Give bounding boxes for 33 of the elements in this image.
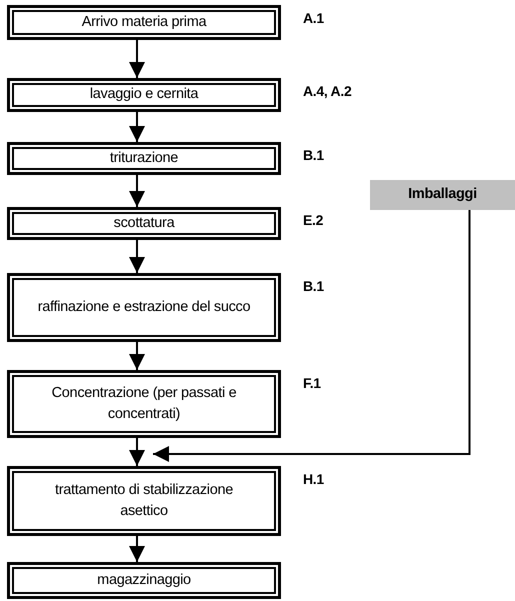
arrow: [129, 175, 145, 207]
step-label: trattamento di stabilizzazione asettico: [54, 480, 234, 521]
step-label: lavaggio e cernita: [90, 85, 198, 104]
step-label: raffinazione e estrazione del succo: [38, 298, 250, 317]
section-code: H.1: [303, 471, 324, 487]
step-label: scottatura: [114, 214, 174, 233]
arrow: [129, 40, 145, 78]
step-label: magazzinaggio: [97, 570, 191, 590]
section-code: A.4, A.2: [303, 83, 352, 99]
process-box: [7, 562, 281, 599]
step-label: triturazione: [110, 148, 178, 168]
section-code: A.1: [303, 10, 324, 26]
arrow: [129, 342, 145, 370]
step-label: Concentrazione (per passati e concentrati): [50, 384, 238, 424]
arrow: [129, 112, 145, 142]
input-box: [370, 180, 515, 210]
arrow: [129, 240, 145, 273]
process-box: [7, 466, 281, 536]
process-box: [7, 273, 281, 342]
process-box: [7, 207, 281, 240]
arrow: [153, 210, 470, 462]
arrow: [129, 536, 145, 562]
process-box: [7, 78, 281, 112]
step-label: Imballaggi: [408, 185, 477, 204]
process-box: [7, 142, 281, 175]
section-code: E.2: [303, 212, 324, 228]
step-label: Arrivo materia prima: [82, 12, 206, 32]
section-code: B.1: [303, 278, 324, 294]
section-code: F.1: [303, 375, 321, 391]
arrow: [129, 438, 145, 466]
section-code: B.1: [303, 147, 324, 163]
process-box: [7, 5, 281, 40]
process-box: [7, 370, 281, 438]
